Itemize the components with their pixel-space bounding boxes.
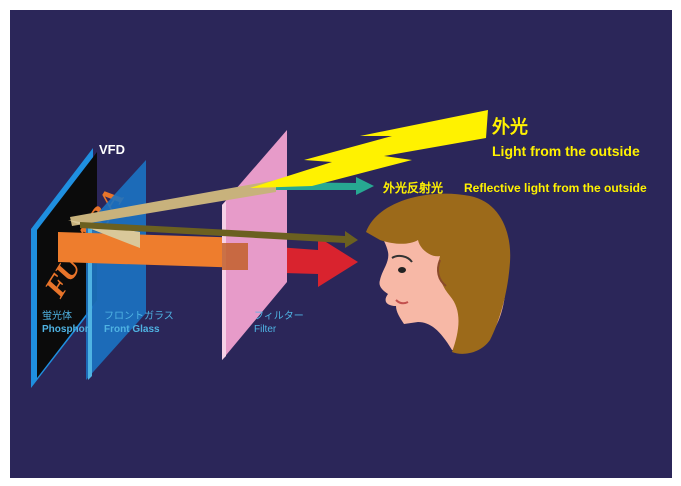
phosphor-jp-label: 蛍光体	[42, 309, 72, 322]
phosphor-panel	[37, 152, 97, 378]
external-light-en-label: Light from the outside	[492, 143, 640, 159]
tan-light-beam	[70, 180, 276, 226]
filter-orange-overlap	[222, 243, 248, 270]
reflective-light-en-label: Reflective light from the outside	[464, 181, 647, 195]
hair	[366, 193, 511, 354]
filter-en-label: Filter	[254, 324, 277, 335]
eyebrow	[391, 254, 413, 263]
mouth	[395, 299, 409, 305]
external-light-jp-label: 外光	[492, 116, 528, 137]
filter-jp-label: フィルター	[254, 310, 304, 322]
filter-edge	[222, 201, 226, 360]
ear	[437, 259, 447, 287]
reflected-light-arrow	[276, 177, 374, 195]
phosphor-en-label: Phosphor	[42, 324, 89, 335]
orange-light-beam	[58, 232, 248, 268]
reflective-light-jp-label: 外光反射光	[383, 180, 443, 195]
external-light-bolt	[250, 110, 488, 188]
vfd-label: VFD	[99, 142, 125, 157]
eye	[398, 267, 406, 273]
front-glass-jp-label: フロントガラス	[104, 310, 174, 322]
front-glass-en-label: Front Glass	[104, 324, 160, 335]
olive-light-arrow	[80, 222, 358, 248]
